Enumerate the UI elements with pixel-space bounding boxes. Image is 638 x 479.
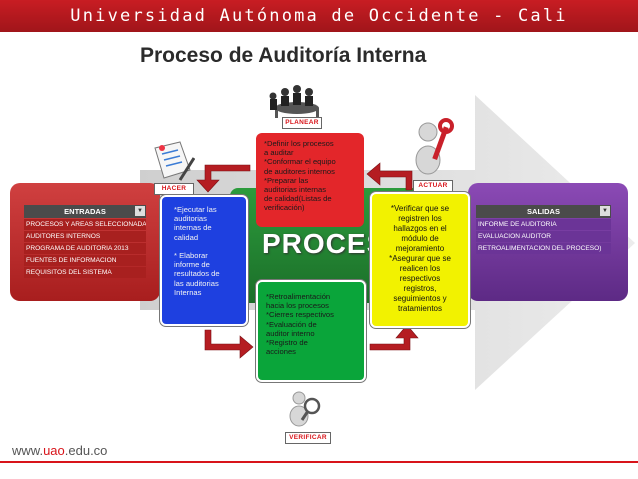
box-line: auditorias: [174, 214, 207, 224]
box-line: de auditores internos: [264, 166, 335, 176]
box-line: *Asegurar que se: [389, 254, 451, 263]
box-line: auditor interno: [266, 328, 315, 338]
box-line: de calidad(Listas de: [264, 194, 332, 204]
box-line: las auditorias: [174, 278, 219, 288]
dropdown-icon[interactable]: ▼: [135, 206, 145, 216]
entradas-panel: [10, 183, 160, 301]
list-item[interactable]: AUDITORES INTERNOS: [24, 231, 146, 242]
entradas-header[interactable]: ENTRADAS ▼: [24, 205, 146, 218]
box-line: registros,: [403, 284, 437, 293]
arrow-verificar-to-actuar: [369, 324, 419, 351]
label-actuar: ACTUAR: [413, 180, 453, 192]
footer-url[interactable]: www.uao.edu.co: [12, 443, 107, 458]
box-line: *Evaluación de: [266, 319, 317, 329]
salidas-header[interactable]: SALIDAS ▼: [476, 205, 611, 218]
box-line: resultados de: [174, 269, 220, 279]
box-line: informe de: [174, 260, 210, 270]
box-line: registren los: [398, 214, 442, 223]
university-name: Universidad Autónoma de Occidente - Cali: [70, 6, 568, 26]
box-line: auditorias internas: [264, 185, 327, 195]
box-line: tratamientos: [397, 304, 443, 313]
magnifier-person-icon: [289, 391, 321, 427]
box-line: acciones: [266, 347, 296, 357]
box-line: *Retroalimentación: [266, 292, 331, 301]
footer-prefix: www.: [12, 443, 44, 458]
box-line: *Preparar las: [264, 175, 309, 185]
label-verificar: VERIFICAR: [285, 432, 331, 444]
box-line: calidad: [174, 232, 199, 242]
salidas-heading: SALIDAS: [527, 207, 560, 216]
box-line: hallazgos en el: [393, 224, 447, 233]
list-item[interactable]: EVALUACION AUDITOR: [476, 231, 611, 242]
box-line: *Ejecutar las: [174, 205, 217, 214]
footer-divider: [0, 461, 638, 463]
box-line: *Definir los procesos: [264, 139, 334, 148]
list-item[interactable]: REQUISITOS DEL SISTEMA: [24, 267, 146, 278]
box-line: [174, 242, 238, 251]
list-item[interactable]: PROCESOS Y AREAS SELECCIONADAS: [24, 219, 146, 230]
entradas-heading: ENTRADAS: [64, 207, 106, 216]
list-item[interactable]: FUENTES DE INFORMACION: [24, 255, 146, 266]
meeting-people-icon: [269, 85, 319, 118]
box-line: *Cierres respectivos: [266, 310, 334, 320]
box-line: internas de: [174, 223, 212, 233]
box-line: verificación): [264, 203, 305, 213]
box-line: *Verificar que se: [390, 204, 450, 213]
box-line: seguimientos y: [393, 294, 447, 303]
header-banner: [0, 0, 638, 32]
arrow-actuar-to-planear: [366, 162, 413, 191]
box-line: respectivos: [399, 274, 441, 283]
box-line: módulo de: [401, 234, 439, 243]
label-hacer: HACER: [154, 183, 194, 195]
footer-brand: uao: [43, 443, 65, 458]
box-line: mejoramiento: [395, 244, 445, 253]
list-item[interactable]: RETROALIMENTACION DEL PROCESO): [476, 243, 611, 254]
label-planear: PLANEAR: [282, 117, 322, 129]
footer-suffix: .edu.co: [64, 443, 108, 458]
page-title: Proceso de Auditoría Interna: [140, 44, 427, 67]
box-line: *Conformar el equipo: [264, 157, 336, 167]
box-line: * Elaborar: [174, 251, 208, 261]
box-line: a auditar: [264, 148, 294, 158]
person-wrench-icon: [415, 118, 454, 175]
box-line: *Registro de: [266, 338, 308, 348]
salidas-panel: [468, 183, 628, 301]
box-line: Internas: [174, 287, 202, 297]
arrow-hacer-to-verificar: [204, 329, 254, 359]
list-item[interactable]: INFORME DE AUDITORIA: [476, 219, 611, 230]
box-line: hacia los procesos: [266, 301, 329, 311]
dropdown-icon[interactable]: ▼: [600, 206, 610, 216]
arrow-planear-to-hacer: [196, 164, 251, 193]
box-line: realicen los: [399, 264, 441, 273]
list-item[interactable]: PROGRAMA DE AUDITORIA 2013: [24, 243, 146, 254]
clipboard-checklist-icon: [154, 141, 195, 181]
